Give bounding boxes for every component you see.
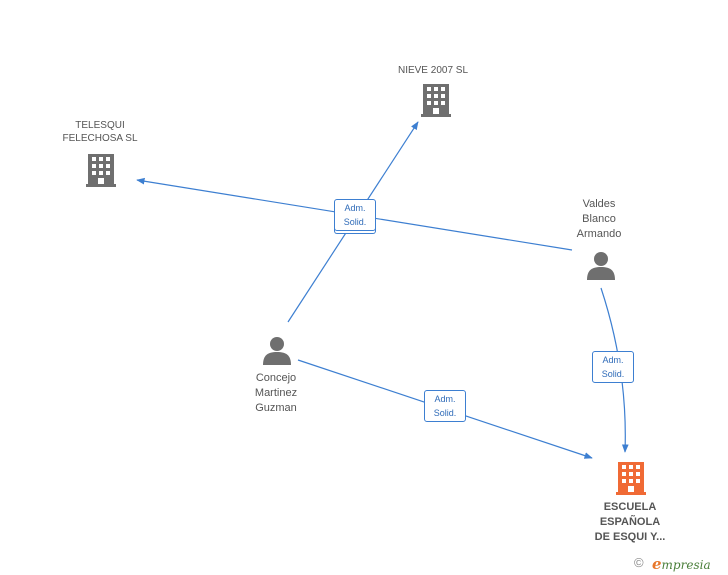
node-label-telesqui[interactable]: TELESQUI FELECHOSA SL — [62, 120, 138, 144]
copyright-symbol: © — [634, 555, 644, 570]
node-label-escuela[interactable]: ESCUELA ESPAÑOLA DE ESQUI Y... — [594, 501, 666, 543]
building-icon[interactable] — [616, 462, 646, 495]
relation-badge[interactable]: Adm. Solid. — [592, 351, 634, 383]
relation-badge-line2: Solid. — [601, 369, 625, 379]
relation-badge-line1: Adm. — [602, 355, 624, 365]
building-icon[interactable] — [421, 84, 451, 117]
person-icon[interactable] — [587, 252, 615, 280]
person-icon[interactable] — [263, 337, 291, 365]
relation-badge-line1: Adm. — [344, 203, 366, 213]
relation-badge-line2: Solid. — [433, 408, 457, 418]
node-label-valdes[interactable]: Valdes Blanco Armando — [576, 198, 622, 240]
footer-brand[interactable]: © empresia — [634, 554, 728, 574]
node-label-concejo[interactable]: Concejo Martinez Guzman — [254, 372, 298, 414]
building-icon[interactable] — [86, 154, 116, 187]
node-label-nieve[interactable]: NIEVE 2007 SL — [397, 65, 469, 76]
brand-logo: empresia — [652, 555, 711, 573]
relation-badge-line1: Adm. — [434, 394, 456, 404]
relation-badge[interactable]: Adm. Solid. — [424, 390, 466, 422]
relation-badge[interactable]: Adm. Solid. — [334, 199, 376, 231]
relation-badge-line2: Solid. — [343, 217, 367, 227]
